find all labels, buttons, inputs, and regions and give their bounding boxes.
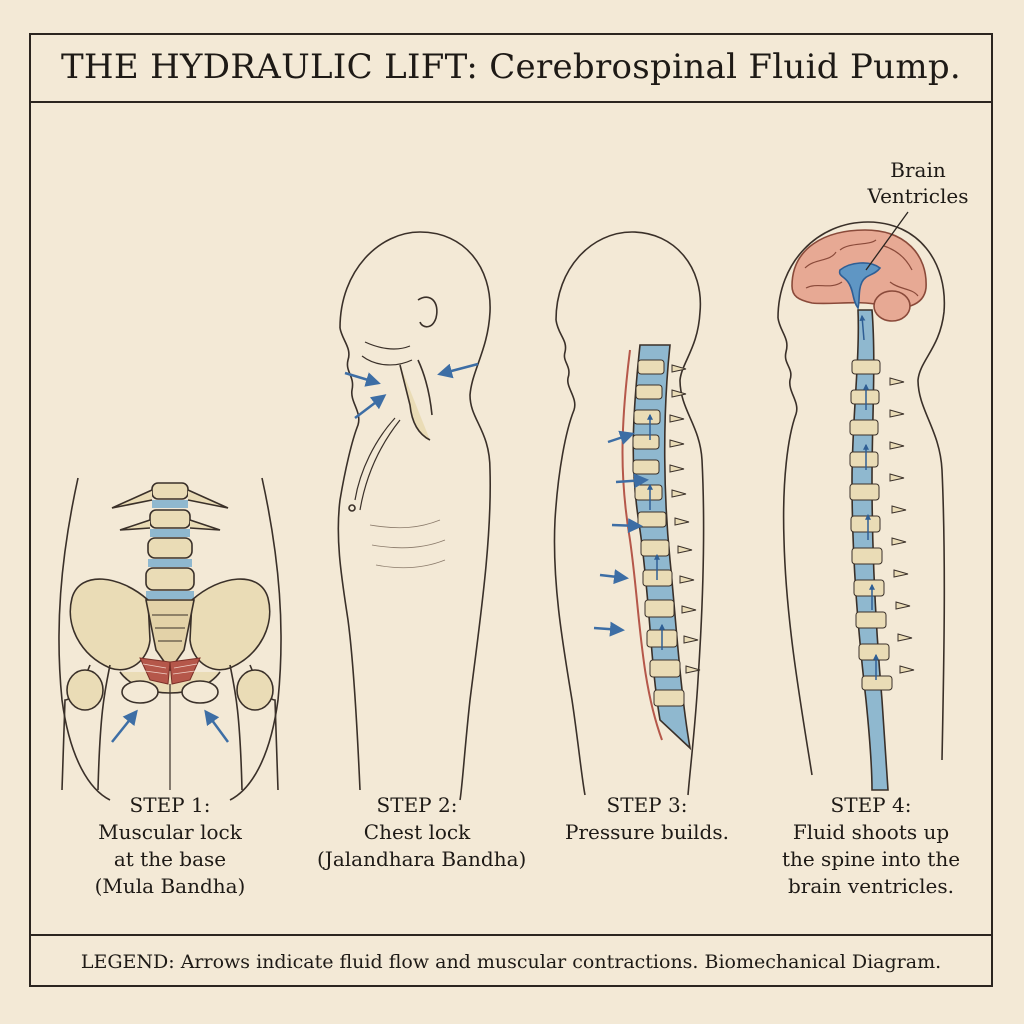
legend-bar: LEGEND: Arrows indicate fluid flow and m…	[29, 934, 993, 987]
brain-flow-illustration	[777, 211, 946, 791]
title-bar: THE HYDRAULIC LIFT: Cerebrospinal Fluid …	[29, 33, 993, 103]
step-line: the spine into the	[781, 847, 961, 871]
callout-line-1: Brain	[890, 158, 946, 182]
step-3-caption: STEP 3: Pressure builds.	[547, 792, 747, 846]
step-4-caption: STEP 4: Fluid shoots up the spine into t…	[771, 792, 971, 900]
brain-ventricles-callout: Brain Ventricles	[858, 157, 978, 209]
step-heading: STEP 2:	[376, 793, 458, 817]
step-line: at the base	[113, 847, 227, 871]
pelvis-illustration	[58, 477, 282, 801]
step-line: Muscular lock	[98, 820, 242, 844]
diagram-frame	[29, 33, 993, 987]
step-line: Pressure builds.	[565, 820, 729, 844]
step-heading: STEP 4:	[830, 793, 912, 817]
pressure-spine-illustration	[553, 231, 705, 796]
step-line: Fluid shoots up	[792, 820, 950, 844]
step-line: brain ventricles.	[788, 874, 954, 898]
legend-text: LEGEND: Arrows indicate fluid flow and m…	[80, 950, 942, 973]
step-line: (Jalandhara Bandha)	[317, 847, 527, 871]
chest-lock-illustration	[337, 231, 492, 801]
callout-line-2: Ventricles	[867, 184, 969, 208]
step-2-caption: STEP 2: Chest lock (Jalandhara Bandha)	[317, 792, 527, 873]
step-1-caption: STEP 1: Muscular lock at the base (Mula …	[70, 792, 270, 900]
step-line: Chest lock	[363, 820, 471, 844]
step-line: (Mula Bandha)	[94, 874, 246, 898]
step-heading: STEP 1:	[129, 793, 211, 817]
step-heading: STEP 3:	[606, 793, 688, 817]
page-title: THE HYDRAULIC LIFT: Cerebrospinal Fluid …	[60, 47, 962, 87]
